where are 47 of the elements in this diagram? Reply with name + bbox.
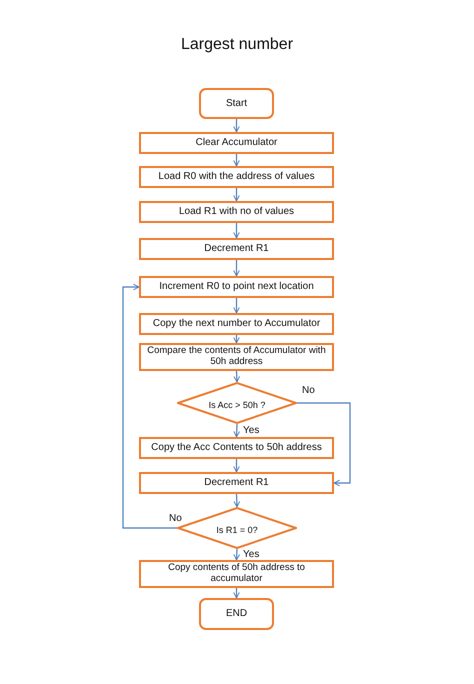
decision-diamond [177,382,297,424]
process-box [139,313,334,335]
edge-label: No [301,385,316,396]
step-text: Copy the Acc Contents to 50h address [151,442,322,454]
step-text: Clear Accumulator [196,137,278,149]
step-text: Start [226,98,248,110]
process-box [139,343,334,371]
step-text: Copy the next number to Accumulator [152,318,320,330]
process-box [139,132,334,154]
step-text: Is R1 = 0? [216,524,258,536]
arrow [233,260,240,276]
arrow [233,459,240,472]
step-text: END [226,608,248,620]
terminal-box [199,598,274,630]
arrow [233,119,240,132]
arrow [233,188,240,202]
step-text: Copy contents of 50h address to accumulator [167,563,306,585]
diagram-title: Largest number [180,36,294,54]
terminal-box [199,88,274,119]
arrow [297,402,351,486]
arrow [234,494,240,508]
step-text: Decrement R1 [204,477,269,489]
arrow [234,548,240,560]
step-text: Compare the contents of Accumulator with 50h address [146,346,327,368]
arrow [233,588,240,598]
step-text: Load R1 with no of values [178,206,294,218]
process-box [139,437,334,459]
edge-label: No [168,513,183,524]
step-text: Is Acc > 50h ? [208,400,266,410]
step-text: Decrement R1 [204,243,269,255]
process-box [139,560,334,588]
process-box [139,276,334,298]
arrow [233,298,240,314]
process-box [139,472,334,494]
step-text: Load R0 with the address of values [158,171,315,183]
arrow [233,335,240,344]
process-box [139,238,334,260]
edge-label: Yes [242,549,260,560]
edge-label: Yes [242,425,260,436]
process-box [139,201,334,223]
process-box [139,166,334,188]
step-text: Increment R0 to point next location [159,281,314,293]
arrow [233,154,240,166]
arrow [233,223,240,238]
arrow [233,424,240,438]
arrow [234,370,240,382]
arrow [122,284,177,529]
